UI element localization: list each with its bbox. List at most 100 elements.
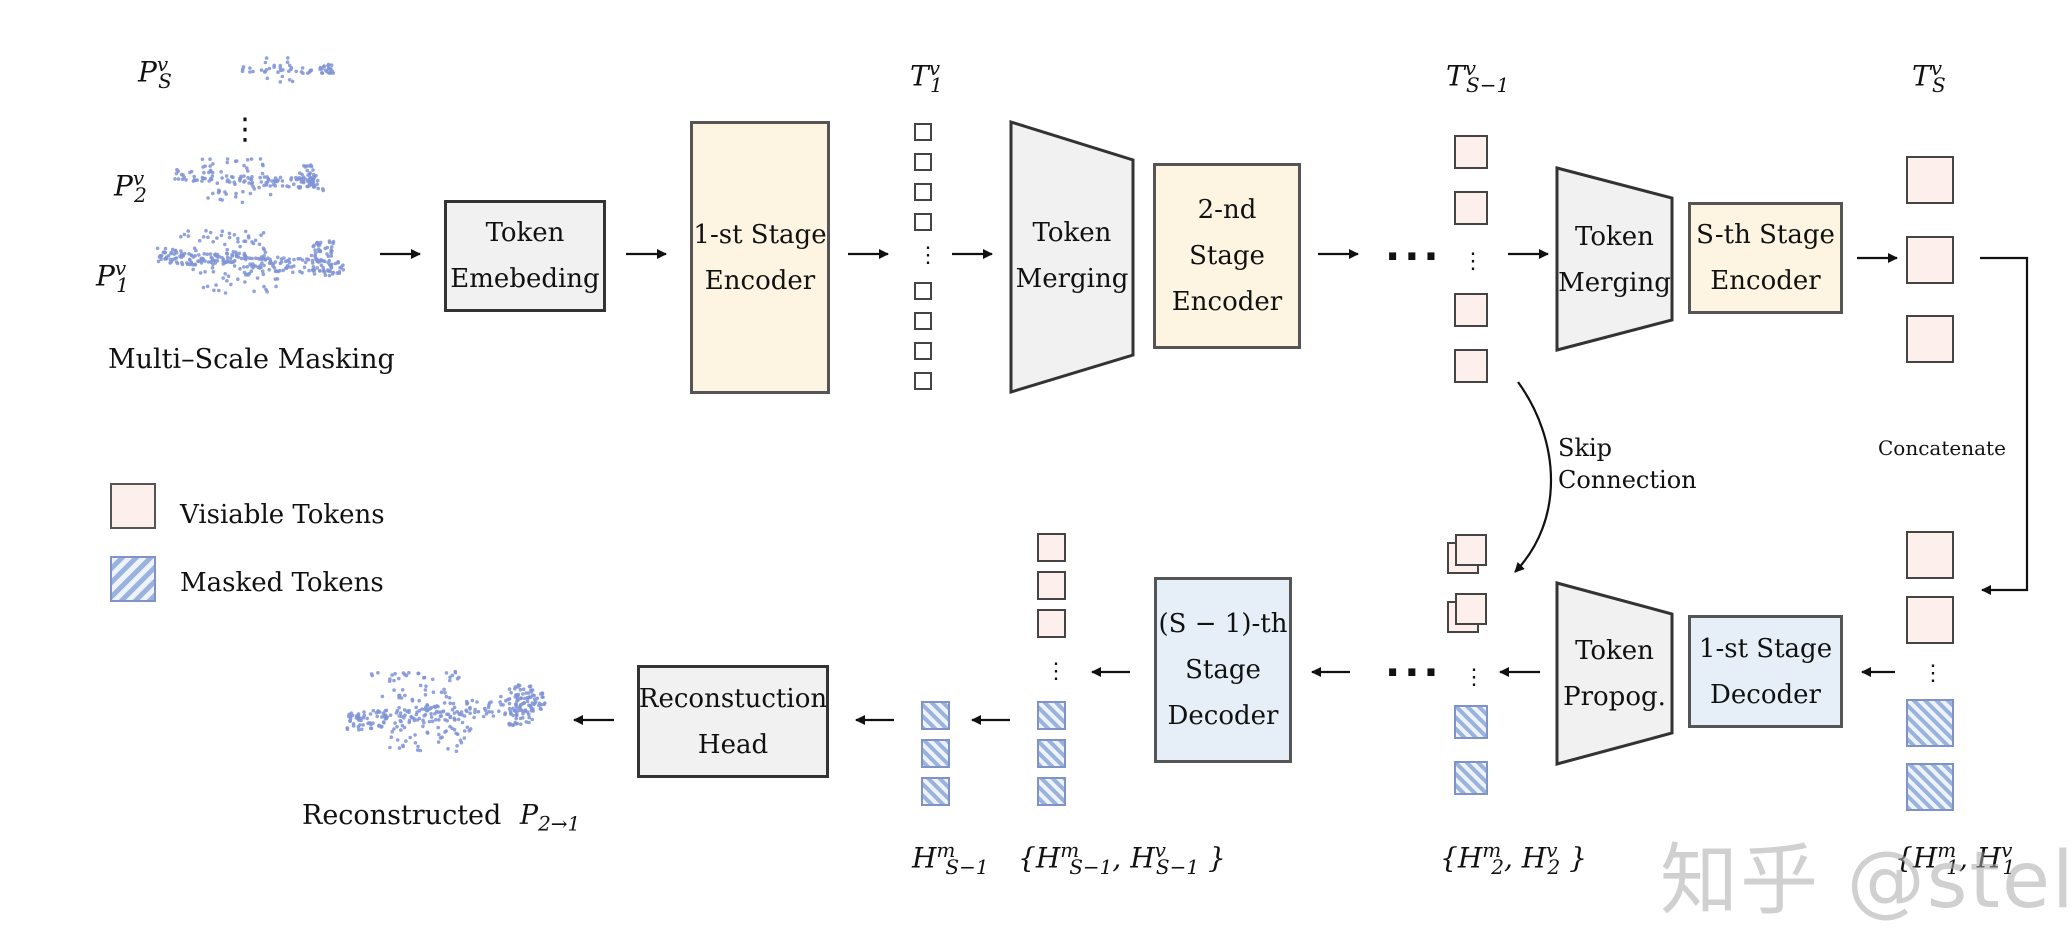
cloud-p1-point: [315, 259, 320, 263]
cloud-p1-point: [285, 259, 290, 263]
cloud-reconstructed-point: [413, 733, 417, 737]
cloud-p2-point: [311, 179, 316, 184]
cloud-p1-point: [212, 288, 216, 293]
cloud-p1-point: [313, 255, 318, 259]
cloud-p1-point: [277, 268, 282, 273]
cloud-reconstructed-point: [470, 698, 475, 703]
dec1-vdots: ⋮: [1922, 661, 1944, 686]
token-merging-2-label: Token Merging: [1558, 222, 1671, 298]
cloud-ps-point: [299, 70, 304, 74]
cloud-reconstructed-point: [393, 721, 397, 725]
cloud-p2-point: [294, 175, 298, 180]
cloud-p1-point: [309, 253, 314, 258]
cloud-p2-point: [249, 177, 254, 182]
legend-masked-swatch: [110, 556, 156, 602]
cloud-p1-point: [327, 240, 332, 245]
cloud-reconstructed-point: [467, 728, 472, 733]
cloud-p1-point: [313, 248, 317, 252]
cloud-p2-point: [260, 171, 265, 176]
cloud-p1-point: [166, 254, 171, 258]
cloud-reconstructed-point: [511, 706, 515, 711]
cloud-reconstructed-point: [531, 707, 535, 711]
cloud-p1-point: [315, 266, 320, 270]
cloud-p1-point: [194, 248, 198, 253]
cloud-p2-point: [292, 182, 296, 186]
cloud-reconstructed-point: [451, 701, 456, 706]
cloud-p1-point: [223, 291, 228, 295]
cloud-reconstructed-point: [380, 694, 385, 699]
cloud-p1-point: [227, 235, 232, 240]
cloud-p1-point: [242, 265, 246, 269]
cloud-p2-point: [268, 192, 273, 197]
cloud-reconstructed-point: [507, 687, 512, 691]
cloud-p1-point: [263, 258, 268, 262]
cloud-reconstructed-point: [481, 714, 486, 719]
cloud-p2-point: [315, 178, 320, 183]
cloud-reconstructed-point: [509, 690, 513, 695]
cloud-ps-point: [267, 66, 272, 71]
cloud-p2-point: [207, 179, 211, 183]
ts1-vdots: ⋮: [1462, 249, 1484, 274]
cloud-reconstructed-point: [448, 714, 453, 719]
cloud-p1-point: [303, 260, 308, 265]
cloud-reconstructed-point: [518, 705, 522, 710]
cloud-p1-point: [251, 241, 256, 246]
cloud-reconstructed-point: [430, 677, 435, 682]
cloud-p1-point: [220, 229, 225, 233]
cloud-p2-point: [216, 190, 221, 195]
token-merging-2-shape: [1555, 166, 1674, 352]
cloud-p1-point: [312, 272, 317, 276]
cloud-p1-point: [198, 271, 203, 275]
cloud-p2-point: [321, 188, 326, 193]
reconstruction-head-box: Reconstuction Head: [637, 665, 829, 778]
cloud-p2-point: [316, 186, 321, 191]
cloud-reconstructed-point: [530, 717, 534, 722]
cloud-reconstructed-point: [407, 720, 412, 725]
cloud-reconstructed-point: [457, 712, 462, 717]
cloud-p1-point: [179, 234, 183, 239]
cloud-reconstructed-point: [418, 748, 423, 753]
cloud-p2-point: [208, 164, 212, 168]
cloud-ps-point: [326, 62, 331, 67]
cloud-reconstructed-point: [526, 691, 531, 695]
cloud-reconstructed-point: [429, 712, 433, 716]
cloud-p2-point: [258, 157, 263, 161]
cloud-p1-point: [174, 251, 179, 255]
cloud-p1-point: [327, 273, 332, 278]
ts-label: TvS: [1912, 56, 1946, 97]
cloud-p2-point: [200, 179, 204, 183]
cloud-p2-point: [246, 175, 250, 180]
cloud-reconstructed-point: [425, 704, 430, 708]
cloud-p1-point: [267, 267, 272, 272]
cloud-p2-point: [184, 178, 188, 182]
cloud-p2-point: [219, 170, 223, 174]
cloud-p1-point: [210, 266, 215, 270]
cloud-p1-point: [259, 233, 263, 237]
cloud-p2-point: [278, 175, 283, 180]
cloud-reconstructed-point: [499, 702, 503, 707]
cloud-p2-point: [307, 177, 311, 182]
cloud-reconstructed-point: [447, 696, 452, 700]
cloud-p2-point: [312, 184, 316, 188]
ts-token: [1906, 156, 1954, 204]
cloud-reconstructed-point: [439, 690, 444, 694]
cloud-reconstructed-point: [487, 710, 491, 714]
cloud-reconstructed-point: [525, 699, 530, 704]
cloud-reconstructed-point: [509, 711, 513, 715]
cloud-p2-point: [202, 170, 206, 175]
skip-connection-label: Skip Connection: [1558, 434, 1697, 494]
cloud-reconstructed-point: [397, 676, 401, 681]
cloud-reconstructed-point: [433, 711, 437, 716]
cloud-reconstructed-point: [528, 704, 533, 708]
hs1-visible-token: [1037, 533, 1066, 562]
cloud-p1-point: [174, 260, 179, 264]
cloud-reconstructed-point: [518, 722, 523, 726]
cloud-reconstructed-point: [410, 697, 415, 702]
cloud-reconstructed-point: [442, 701, 447, 705]
token-merging-1-label: Token Merging: [1015, 218, 1129, 294]
cloud-p1-point: [239, 256, 244, 261]
cloud-p1-point: [191, 267, 195, 272]
cloud-reconstructed-point: [430, 719, 435, 724]
cloud-p2-point: [225, 160, 229, 165]
cloud-p1-point: [219, 233, 224, 238]
